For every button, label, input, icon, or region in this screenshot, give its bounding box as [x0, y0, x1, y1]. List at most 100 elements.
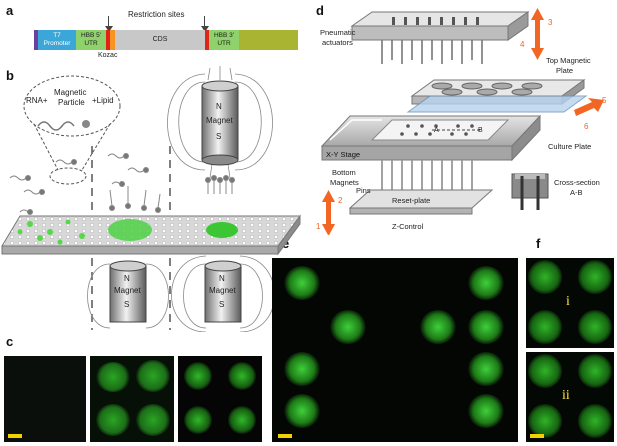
culture-plate-label: Culture Plate [548, 142, 592, 151]
restriction-sites-label: Restriction sites [128, 10, 185, 19]
magnet-top-label: Magnet [206, 116, 233, 125]
field-lines-top [167, 66, 273, 179]
cell-spot [184, 362, 212, 390]
cell-spot [136, 404, 170, 436]
panel-label-a: a [6, 3, 14, 18]
panel-label-c: c [6, 334, 14, 349]
num-3: 3 [548, 18, 553, 27]
culture-plate [406, 95, 588, 113]
cell-spot [578, 404, 612, 438]
panel-a: Restriction sites T7 Promoter HBB 5' UTR… [0, 0, 310, 62]
segment-t7-promoter: T7 Promoter [38, 30, 76, 50]
panel-label-f: f [536, 236, 541, 251]
segment-kozac [110, 30, 115, 50]
reset-plate-label: Reset-plate [392, 196, 431, 205]
cross-section-label-2: A-B [570, 188, 583, 197]
panel-label-d: d [316, 3, 324, 18]
bottom-magnets-label-1: Bottom [332, 168, 356, 177]
reset-plate [349, 207, 473, 215]
micrograph-c3 [178, 356, 262, 442]
segment-red-2 [205, 30, 209, 50]
pneumatic-label-2: actuators [322, 38, 353, 47]
segment-hbb5-utr: HBB 5' UTR [76, 30, 106, 50]
bottom-magnets-label-2: Magnets [330, 178, 359, 187]
magnet-bottom-2-body [204, 265, 242, 323]
cell-spot [284, 394, 320, 428]
cell-spot [96, 362, 130, 392]
cell-spot [284, 352, 320, 386]
hbb5-utr-label: UTR [84, 40, 98, 47]
scale-bar [530, 434, 544, 438]
cell-spot [468, 266, 504, 300]
cell-spot [528, 354, 562, 388]
top-magnetic-label-1: Top Magnetic [546, 56, 591, 65]
magnet-bottom-2-n: N [219, 274, 225, 283]
cell-spot [136, 360, 170, 392]
cell-spot [420, 310, 456, 344]
hbb3-label: HBB 3' [213, 32, 235, 39]
micrograph-f-i: i [526, 258, 614, 348]
construct-bar: T7 Promoter HBB 5' UTR CDS HBB 3' UTR [34, 30, 298, 50]
arrow-3-4-icon [531, 8, 544, 60]
pneumatic-block [351, 25, 509, 41]
num-5: 5 [602, 96, 607, 105]
panel-d-diagram [320, 8, 604, 236]
num-2: 2 [338, 196, 343, 205]
arrow-down-icon [105, 26, 113, 32]
scale-bar [8, 434, 22, 438]
floating-particles [9, 153, 149, 215]
point-b-label: B [478, 127, 483, 134]
magnetic-label: Magnetic [54, 88, 87, 97]
micrograph-e [272, 258, 518, 442]
cell-spot [468, 394, 504, 428]
rna-label: RNA+ [26, 96, 48, 105]
xy-stage-label: X-Y Stage [326, 150, 361, 159]
magnetic-particle-icon [82, 120, 90, 128]
hbb3-utr-label: UTR [217, 40, 231, 47]
cells-clustered [108, 219, 152, 241]
num-6: 6 [584, 122, 589, 131]
cell-spot [578, 260, 612, 294]
pneumatic-label-1: Pneumatic [320, 28, 356, 37]
segment-purple [34, 30, 38, 50]
cell-spot [528, 260, 562, 294]
plate-magnets [431, 82, 543, 96]
magnet-bottom-1-label: Magnet [114, 286, 141, 295]
kozac-label: Kozac [98, 52, 118, 59]
promoter-label: Promoter [43, 40, 71, 47]
segment-olive [239, 30, 298, 50]
cell-spot [468, 352, 504, 386]
arrow-down-icon [108, 16, 109, 28]
cell-spot [96, 404, 130, 436]
cell-spot [578, 354, 612, 388]
z-control-label: Z-Control [392, 222, 424, 231]
cell-spot [228, 362, 256, 390]
magnet-top-body [201, 85, 239, 161]
magnet-bottom-1-body [109, 265, 147, 323]
panel-c [4, 356, 310, 442]
top-magnetic-label-2: Plate [556, 66, 574, 75]
cell-spot [578, 310, 612, 344]
hbb5-label: HBB 5' [80, 32, 102, 39]
arrow-down-icon [201, 26, 209, 32]
cells-scattered [17, 219, 85, 245]
t7-label: T7 [53, 32, 61, 39]
micrograph-c2 [90, 356, 174, 442]
micrograph-f-ii: ii [526, 352, 614, 442]
cell-spot [528, 404, 562, 438]
magnet-top-s: S [216, 132, 222, 141]
magnet-bottom-1-n: N [124, 274, 130, 283]
cell-spot [330, 310, 366, 344]
cell-spot [528, 310, 562, 344]
lipid-label: +Lipid [92, 96, 114, 105]
cell-spot [284, 266, 320, 300]
cell-spot [228, 406, 256, 434]
panel-b: RNA+ Magnetic Particle +Lipid N Magnet S… [0, 66, 310, 333]
num-1: 1 [316, 222, 321, 231]
magnet-top-n: N [216, 102, 222, 111]
arrow-down-icon [204, 16, 205, 28]
magnet-bottom-1-s: S [124, 300, 130, 309]
arrow-5-6-icon [574, 98, 604, 116]
num-4: 4 [520, 40, 525, 49]
pins-label: Pins [356, 186, 371, 195]
